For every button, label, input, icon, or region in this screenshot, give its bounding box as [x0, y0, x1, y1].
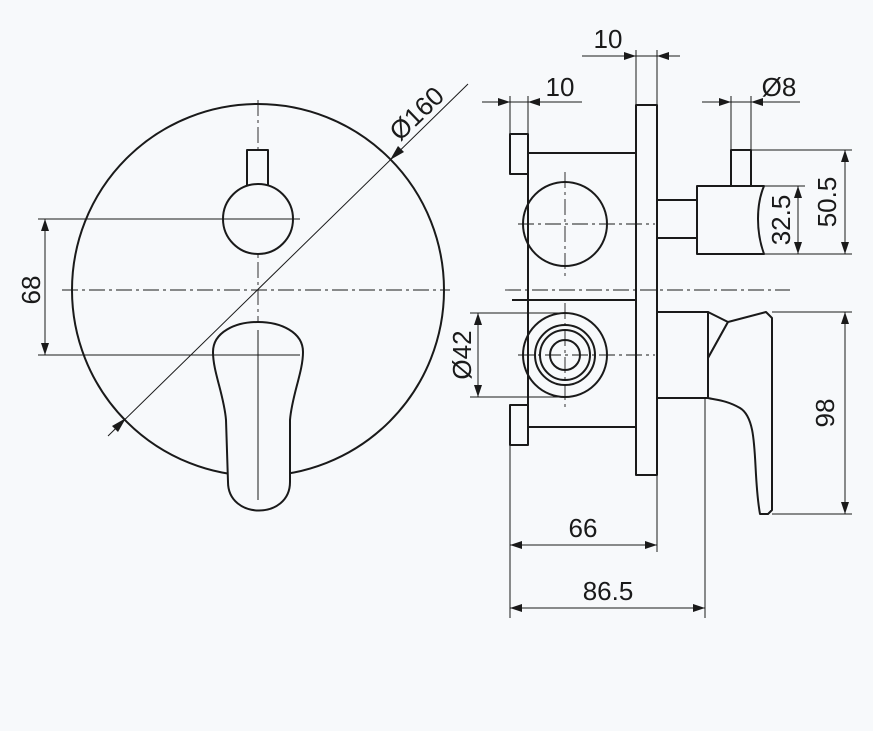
side-depth66-label: 66	[569, 513, 598, 543]
side-total-arrow-top	[841, 150, 849, 162]
front-height-label: 68	[16, 276, 46, 305]
side-pin-label: Ø8	[762, 72, 797, 102]
side-depth-total-arrow-left	[510, 604, 522, 612]
side-depth-total-label: 86.5	[583, 576, 634, 606]
side-pin-arrow-right	[751, 98, 763, 106]
front-height-arrow-bottom	[41, 343, 49, 355]
front-diameter-arrow-lower	[112, 418, 126, 432]
side-lever-label: 98	[810, 399, 840, 428]
side-diverter-pin	[730, 149, 752, 187]
side-lever-arrow-top	[841, 312, 849, 324]
side-top10-arrow-right	[657, 52, 669, 60]
side-left10-arrow-right	[528, 98, 540, 106]
side-total-arrow-bottom	[841, 242, 849, 254]
side-knob-arrow-bottom	[794, 242, 802, 254]
side-pin-arrow-left	[719, 98, 731, 106]
side-depth66-arrow-left	[510, 541, 522, 549]
side-mount-lug-bottom	[509, 404, 529, 446]
side-top10-label: 10	[594, 24, 623, 54]
side-knob-arrow-top	[794, 186, 802, 198]
side-top10-arrow-left	[624, 52, 636, 60]
side-total-label: 50.5	[812, 177, 842, 228]
side-mount-lug-top	[509, 133, 529, 175]
side-depth66-arrow-right	[645, 541, 657, 549]
side-lever-hub	[656, 311, 709, 399]
side-depth-total-arrow-right	[693, 604, 705, 612]
side-left10-arrow-left	[498, 98, 510, 106]
front-diameter-leader	[107, 83, 469, 437]
front-diameter-label: Ø160	[383, 81, 450, 147]
side-view: 10 10 Ø8 32.5 50.5 Ø42	[447, 24, 852, 618]
side-cartridge-arrow-top	[474, 313, 482, 325]
side-lever-arm	[707, 311, 773, 515]
side-knob-label: 32.5	[766, 195, 796, 246]
side-left10-label: 10	[546, 72, 575, 102]
front-view: Ø160 68	[16, 81, 469, 512]
front-diameter-arrow-upper	[390, 146, 404, 160]
side-cartridge-label: Ø42	[447, 330, 477, 379]
side-diverter-stem	[656, 199, 698, 239]
side-lever-arrow-bottom	[841, 502, 849, 514]
side-diverter-knob	[696, 185, 765, 255]
front-height-arrow-top	[41, 219, 49, 231]
side-cartridge-arrow-bottom	[474, 385, 482, 397]
